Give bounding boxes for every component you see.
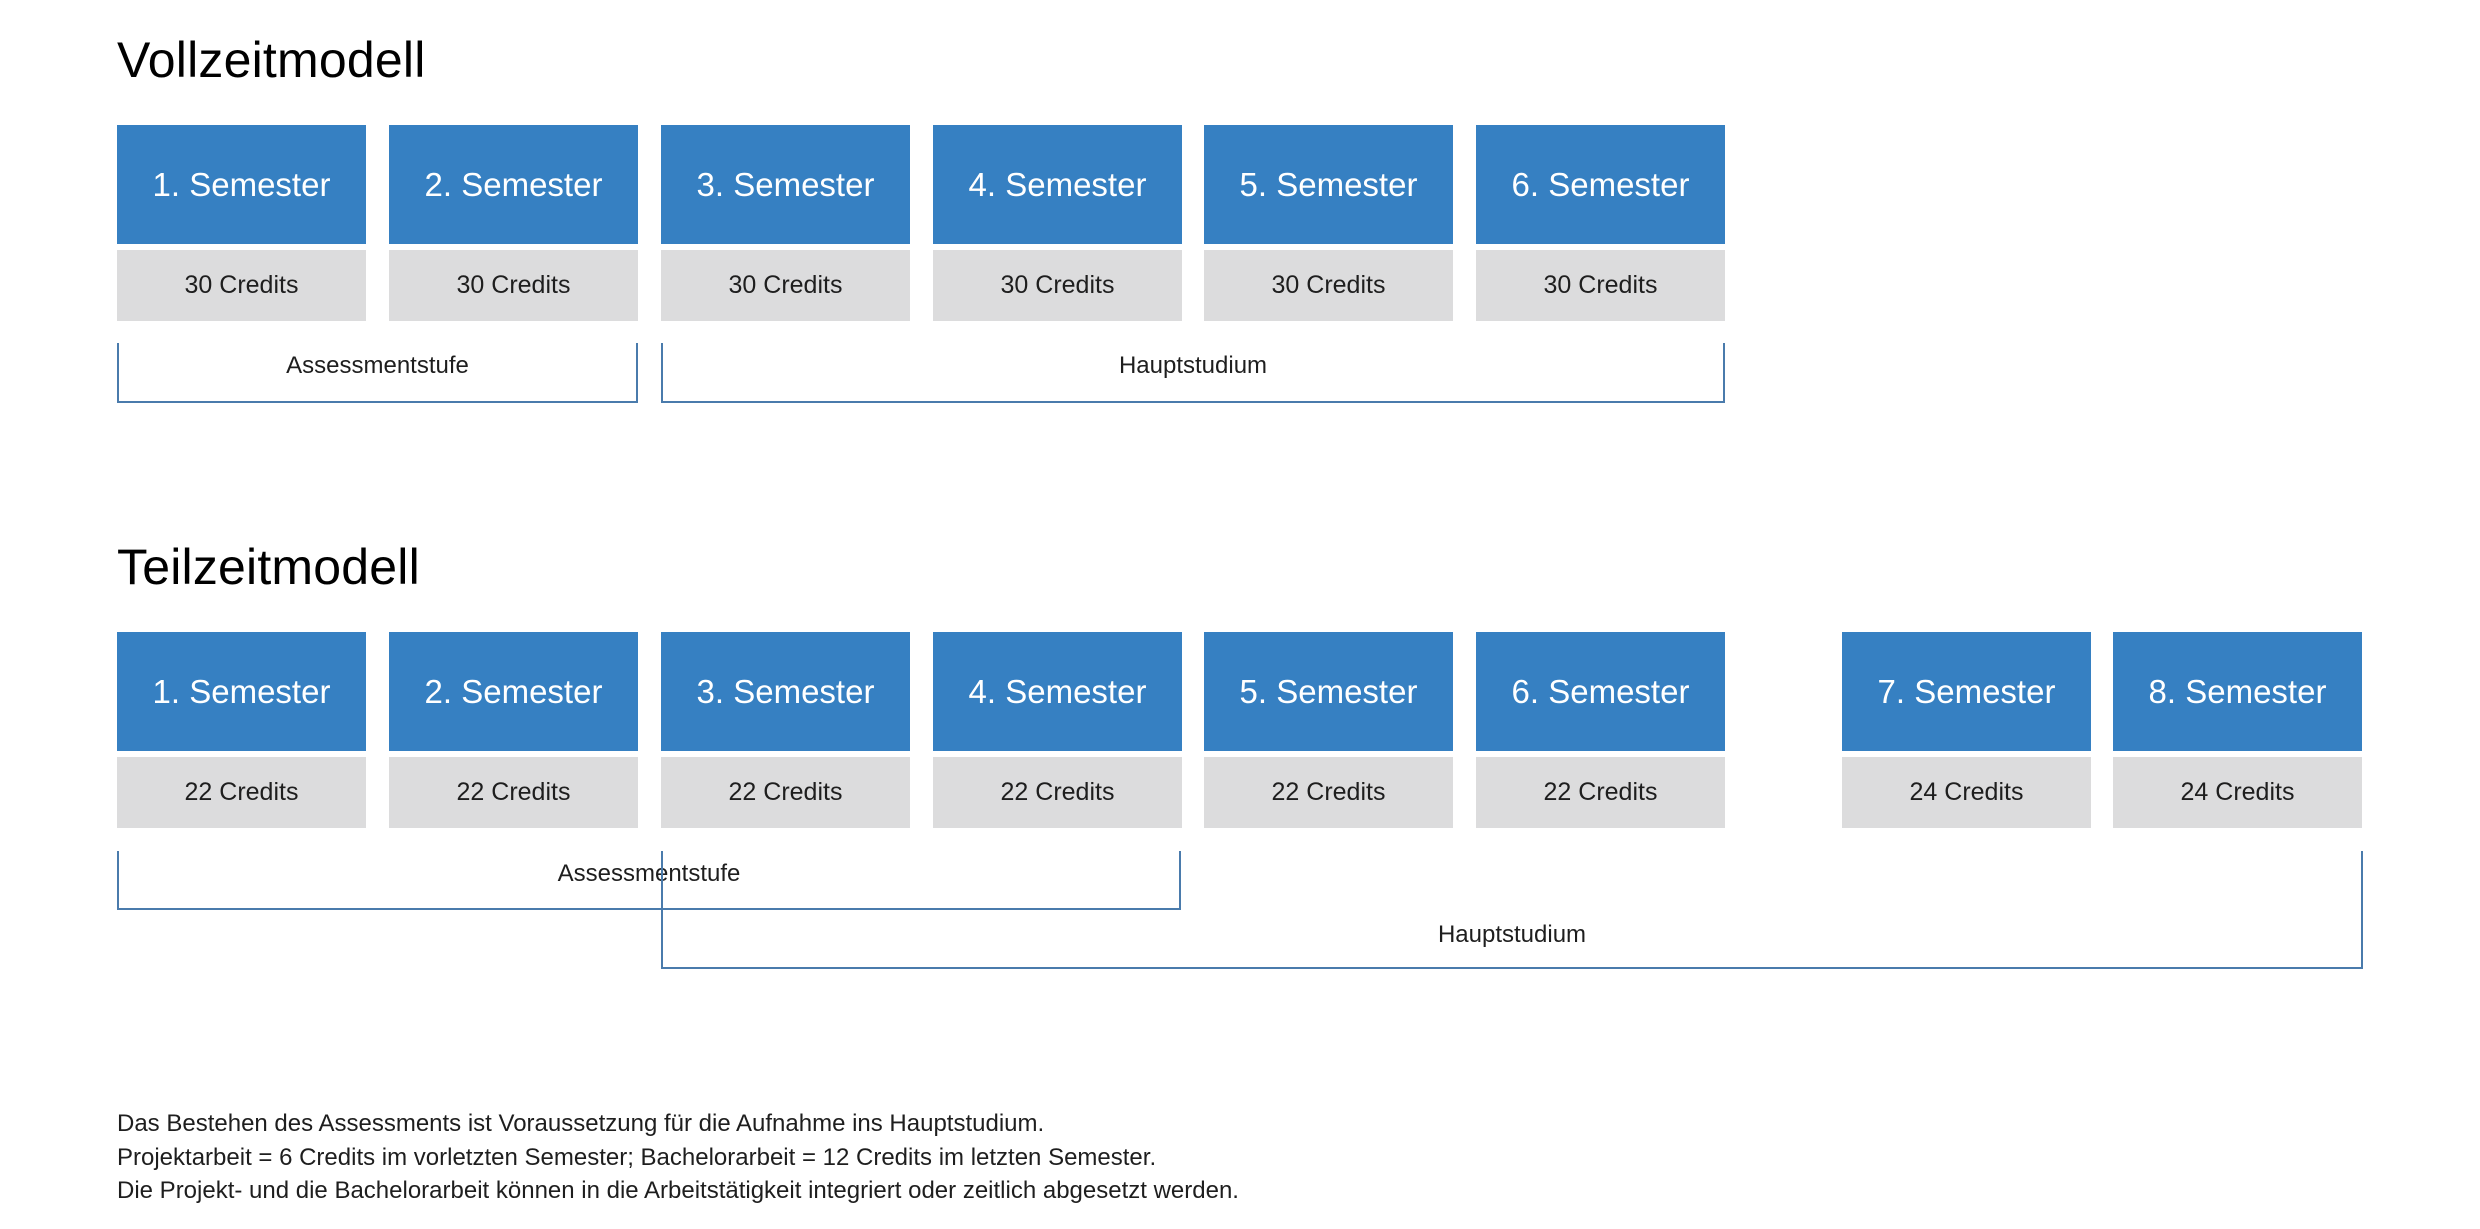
vollzeit-semester-2: 2. Semester [389, 125, 638, 244]
teilzeit-credits-6: 22 Credits [1476, 757, 1725, 828]
vollzeit-credits-1: 30 Credits [117, 250, 366, 321]
teilzeit-semester-6: 6. Semester [1476, 632, 1725, 751]
teilzeit-credits-1: 22 Credits [117, 757, 366, 828]
footnote-line-3: Die Projekt- und die Bachelorarbeit könn… [117, 1177, 1239, 1204]
teilzeit-credits-5: 22 Credits [1204, 757, 1453, 828]
vollzeit-hauptstudium-bracket: Hauptstudium [661, 343, 1725, 403]
teilzeit-semester-1: 1. Semester [117, 632, 366, 751]
teilzeit-credits-2: 22 Credits [389, 757, 638, 828]
vollzeit-credits-6: 30 Credits [1476, 250, 1725, 321]
vollzeit-credits-2: 30 Credits [389, 250, 638, 321]
footnote-line-1: Das Bestehen des Assessments ist Vorauss… [117, 1110, 1045, 1137]
teilzeit-assessment-bracket: Assessmentstufe [117, 851, 1181, 910]
vollzeit-credits-3: 30 Credits [661, 250, 910, 321]
vollzeit-title: Vollzeitmodell [117, 32, 426, 88]
teilzeit-assessment-label: Assessmentstufe [557, 860, 741, 887]
vollzeit-semester-6: 6. Semester [1476, 125, 1725, 244]
teilzeit-semester-8: 8. Semester [2113, 632, 2362, 751]
teilzeit-semester-4: 4. Semester [933, 632, 1182, 751]
vollzeit-semester-4: 4. Semester [933, 125, 1182, 244]
vollzeit-credits-4: 30 Credits [933, 250, 1182, 321]
teilzeit-semester-7: 7. Semester [1842, 632, 2091, 751]
teilzeit-hauptstudium-bracket: Hauptstudium [661, 851, 2363, 969]
footnotes: Das Bestehen des Assessments ist Vorauss… [117, 1107, 1239, 1208]
teilzeit-semester-2: 2. Semester [389, 632, 638, 751]
teilzeit-semester-5: 5. Semester [1204, 632, 1453, 751]
vollzeit-assessment-label: Assessmentstufe [286, 352, 469, 379]
teilzeit-credits-4: 22 Credits [933, 757, 1182, 828]
teilzeit-hauptstudium-label: Hauptstudium [1437, 921, 1587, 948]
teilzeit-semester-3: 3. Semester [661, 632, 910, 751]
vollzeit-hauptstudium-label: Hauptstudium [1118, 352, 1268, 379]
footnote-line-2: Projektarbeit = 6 Credits im vorletzten … [117, 1143, 1157, 1171]
teilzeit-title: Teilzeitmodell [117, 539, 420, 595]
teilzeit-credits-3: 22 Credits [661, 757, 910, 828]
vollzeit-semester-5: 5. Semester [1204, 125, 1453, 244]
vollzeit-semester-3: 3. Semester [661, 125, 910, 244]
vollzeit-semester-1: 1. Semester [117, 125, 366, 244]
vollzeit-credits-5: 30 Credits [1204, 250, 1453, 321]
teilzeit-credits-7: 24 Credits [1842, 757, 2091, 828]
teilzeit-credits-8: 24 Credits [2113, 757, 2362, 828]
vollzeit-assessment-bracket: Assessmentstufe [117, 343, 638, 403]
